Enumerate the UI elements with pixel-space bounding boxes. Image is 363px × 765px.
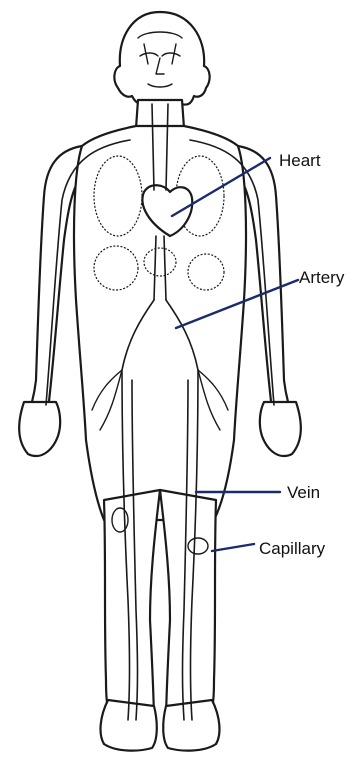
vein-label: Vein <box>287 483 320 502</box>
body-outline <box>19 12 301 751</box>
artery-label: Artery <box>299 268 345 287</box>
capillary-label: Capillary <box>259 539 326 558</box>
heart-label: Heart <box>279 151 321 170</box>
capillary-leader-line <box>212 544 254 551</box>
